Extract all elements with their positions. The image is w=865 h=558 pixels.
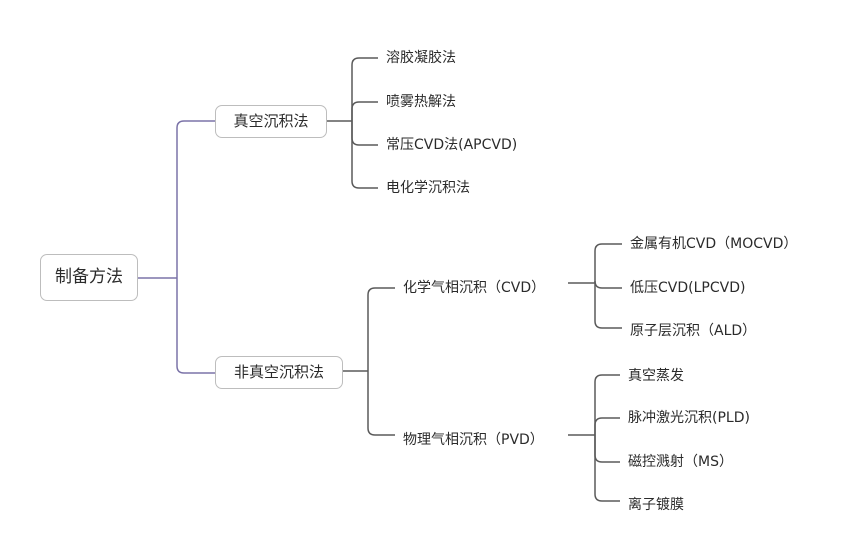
branch-vacuum-node[interactable]: 真空沉积法 — [215, 105, 327, 138]
leaf-apcvd[interactable]: 常压CVD法(APCVD) — [386, 137, 518, 153]
sub-cvd-node[interactable]: 化学气相沉积（CVD） — [403, 280, 546, 296]
leaf-pld[interactable]: 脉冲激光沉积(PLD) — [628, 410, 750, 426]
leaf-sol-gel[interactable]: 溶胶凝胶法 — [386, 50, 456, 66]
leaf-vacuum-evaporation[interactable]: 真空蒸发 — [628, 368, 684, 384]
leaf-ion-plating[interactable]: 离子镀膜 — [628, 497, 684, 513]
pvd-connector-link-2 — [594, 435, 620, 463]
root-node[interactable]: 制备方法 — [40, 254, 138, 301]
leaf-spray-pyrolysis[interactable]: 喷雾热解法 — [386, 94, 456, 110]
leaf-ald[interactable]: 原子层沉积（ALD） — [630, 323, 757, 339]
leaf-lpcvd[interactable]: 低压CVD(LPCVD) — [630, 280, 746, 296]
leaf-magnetron-sputtering[interactable]: 磁控溅射（MS） — [628, 454, 733, 470]
vacuum-connector-link-1 — [351, 101, 378, 121]
cvd-connector-link-0 — [594, 243, 622, 283]
root-connector-link-1 — [176, 278, 215, 374]
leaf-electrodeposition[interactable]: 电化学沉积法 — [386, 180, 470, 196]
sub-pvd-node[interactable]: 物理气相沉积（PVD） — [403, 432, 544, 448]
vacuum-connector-link-2 — [351, 121, 378, 146]
pvd-connector-link-0 — [594, 374, 620, 435]
branch-non-vacuum-node[interactable]: 非真空沉积法 — [215, 356, 343, 389]
cvd-connector-link-1 — [594, 280, 622, 289]
pvd-connector-link-3 — [594, 435, 620, 502]
root-label: 制备方法 — [55, 267, 123, 287]
vacuum-connector-link-0 — [351, 57, 378, 121]
vacuum-connector-link-3 — [351, 121, 378, 189]
pvd-connector-link-1 — [594, 417, 620, 435]
leaf-mocvd[interactable]: 金属有机CVD（MOCVD） — [630, 236, 798, 252]
root-connector-link-0 — [176, 120, 215, 278]
branch-vacuum-label: 真空沉积法 — [233, 112, 309, 130]
non-vacuum-connector-link-0 — [367, 287, 395, 371]
branch-non-vacuum-label: 非真空沉积法 — [233, 363, 324, 381]
non-vacuum-connector-link-1 — [367, 371, 395, 436]
cvd-connector-link-2 — [594, 283, 622, 329]
